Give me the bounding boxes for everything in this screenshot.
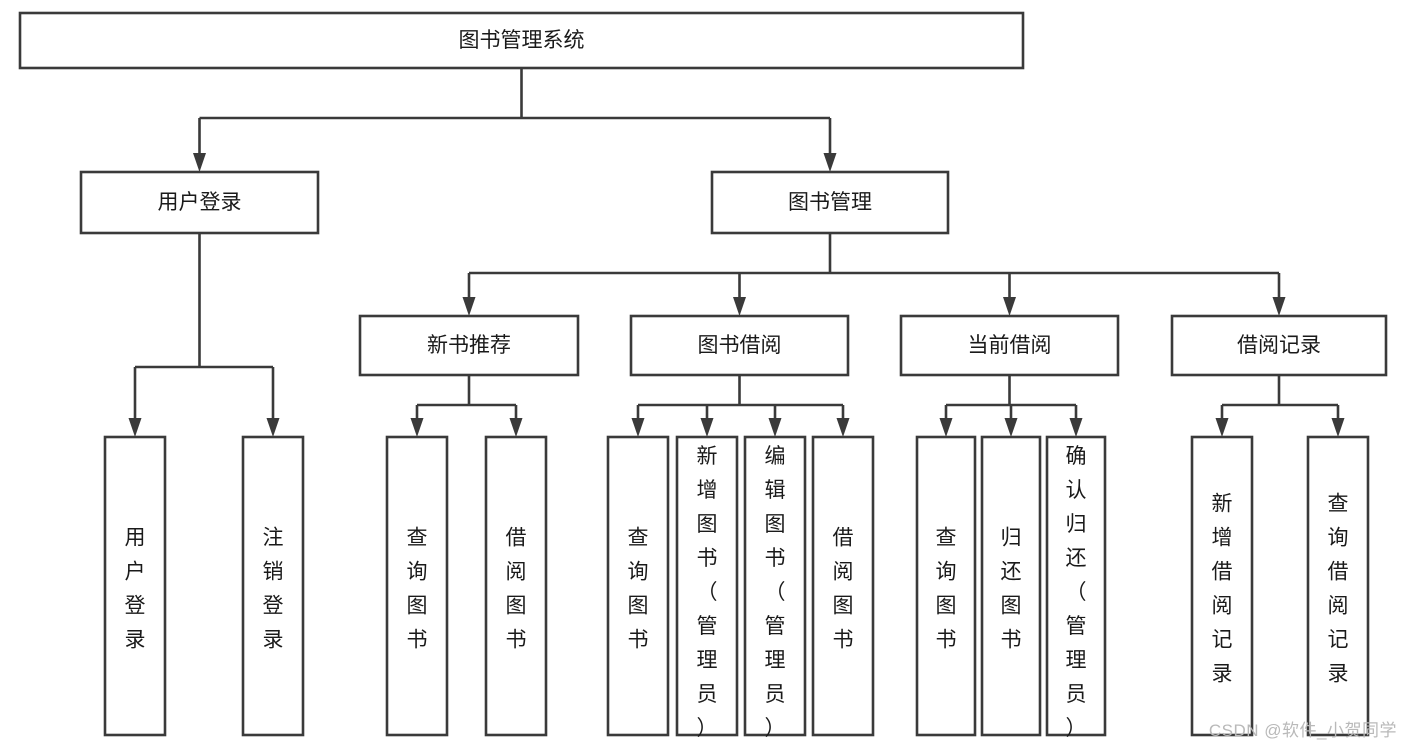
node-label: 当前借阅 (968, 334, 1052, 357)
node-user-login[interactable]: 用户登录 (79, 170, 320, 235)
connector-group (939, 375, 1083, 437)
connector-group (128, 233, 280, 437)
node-leaf-4[interactable]: 借阅图书 (484, 435, 548, 737)
csdn-watermark: CSDN @软件_小贺同学 (1208, 721, 1397, 740)
connectors-layer (128, 68, 1345, 437)
node-label: 新书推荐 (427, 334, 511, 357)
node-label: 新增图书（管理员） (697, 445, 718, 740)
node-label: 借阅图书 (506, 527, 527, 652)
node-label: 借阅记录 (1237, 334, 1321, 357)
node-label: 借阅图书 (833, 527, 854, 652)
node-label: 图书借阅 (698, 334, 782, 357)
node-label: 注销登录 (263, 527, 284, 652)
node-borrow-record[interactable]: 借阅记录 (1170, 314, 1388, 377)
node-leaf-2[interactable]: 注销登录 (241, 435, 305, 737)
node-label: 用户登录 (158, 191, 242, 214)
node-current-borrow[interactable]: 当前借阅 (899, 314, 1120, 377)
node-new-book-rec[interactable]: 新书推荐 (358, 314, 580, 377)
connector-group (410, 375, 523, 437)
node-label: 编辑图书（管理员） (765, 445, 786, 740)
connector-group (1215, 375, 1345, 437)
node-label: 查询图书 (628, 527, 649, 652)
connector-group (462, 233, 1286, 316)
node-leaf-5[interactable]: 查询图书 (606, 435, 670, 737)
node-book-manage[interactable]: 图书管理 (710, 170, 950, 235)
node-leaf-1[interactable]: 用户登录 (103, 435, 167, 737)
connector-group (631, 375, 850, 437)
node-book-borrow[interactable]: 图书借阅 (629, 314, 850, 377)
node-label: 查询图书 (407, 527, 428, 652)
node-label: 图书管理 (788, 191, 872, 214)
node-leaf-13[interactable]: 查询借阅记录 (1306, 435, 1370, 737)
node-label: 查询图书 (936, 527, 957, 652)
node-leaf-11[interactable]: 确认归还（管理员） (1045, 435, 1107, 740)
node-label: 新增借阅记录 (1212, 493, 1233, 686)
node-label: 查询借阅记录 (1328, 493, 1349, 686)
node-leaf-9[interactable]: 查询图书 (915, 435, 977, 737)
node-leaf-12[interactable]: 新增借阅记录 (1190, 435, 1254, 737)
nodes-layer: 图书管理系统用户登录图书管理新书推荐图书借阅当前借阅借阅记录用户登录注销登录查询… (18, 11, 1388, 740)
node-leaf-8[interactable]: 借阅图书 (811, 435, 875, 737)
node-root[interactable]: 图书管理系统 (18, 11, 1025, 70)
connector-group (193, 68, 837, 172)
node-leaf-10[interactable]: 归还图书 (980, 435, 1042, 737)
node-leaf-3[interactable]: 查询图书 (385, 435, 449, 737)
node-label: 图书管理系统 (459, 29, 585, 52)
node-label: 确认归还（管理员） (1066, 445, 1087, 740)
node-label: 用户登录 (125, 527, 146, 652)
node-leaf-6[interactable]: 新增图书（管理员） (675, 435, 739, 740)
node-label: 归还图书 (1001, 527, 1022, 652)
node-leaf-7[interactable]: 编辑图书（管理员） (743, 435, 807, 740)
